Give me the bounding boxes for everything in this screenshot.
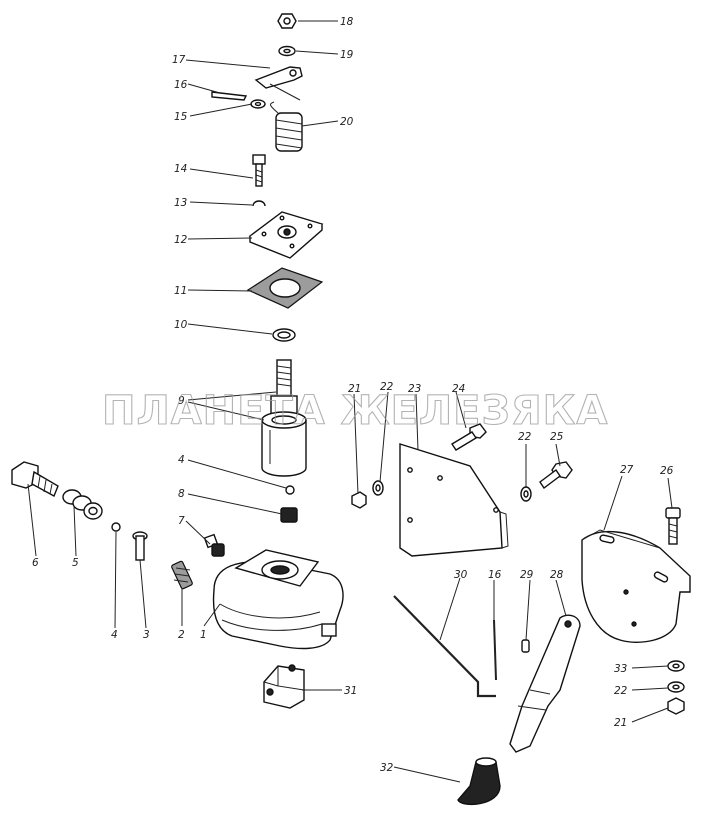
- part-12-flange: [248, 211, 324, 259]
- part-14-bolt: [252, 154, 266, 187]
- label-17: 17: [172, 54, 186, 66]
- part-27-bracket: [581, 529, 691, 643]
- label-32: 32: [380, 762, 394, 774]
- part-6-bolt: [11, 461, 59, 497]
- label-19: 19: [340, 49, 354, 61]
- label-12: 12: [174, 234, 188, 246]
- label-21-left: 21: [348, 383, 361, 395]
- label-6: 6: [32, 557, 39, 569]
- label-33: 33: [614, 663, 627, 675]
- label-21-right: 21: [614, 717, 627, 729]
- label-8: 8: [178, 488, 185, 500]
- part-28-lever: [509, 614, 581, 753]
- part-32-knob: [457, 757, 501, 806]
- label-3: 3: [143, 629, 150, 641]
- part-8-plug: [280, 507, 298, 523]
- part-4-ball-upper: [285, 485, 295, 495]
- part-20-spring: [270, 101, 303, 152]
- label-4-lower: 4: [111, 629, 118, 641]
- part-22-washer-left: [372, 480, 384, 496]
- label-30: 30: [454, 569, 468, 581]
- label-14: 14: [174, 163, 187, 175]
- part-17-lever: [254, 66, 303, 101]
- label-13: 13: [174, 197, 187, 209]
- part-29-pin: [521, 639, 530, 653]
- part-30-rod: [393, 595, 496, 698]
- part-22-washer-right: [667, 681, 685, 693]
- label-27: 27: [620, 464, 634, 476]
- part-16-pin: [211, 91, 248, 101]
- part-26-bolt: [665, 507, 681, 545]
- part-11-gasket: [246, 267, 324, 309]
- part-24-bolt: [451, 423, 487, 451]
- part-22-washer-mid: [520, 486, 532, 502]
- label-16: 16: [174, 79, 188, 91]
- label-9: 9: [178, 395, 185, 407]
- label-10: 10: [174, 319, 188, 331]
- part-21-nut-right: [667, 697, 685, 715]
- part-25-bolt: [539, 461, 573, 490]
- part-15-washer: [250, 99, 266, 109]
- label-24: 24: [452, 383, 465, 395]
- part-4-ball-left: [111, 522, 121, 532]
- part-19-washer: [278, 45, 296, 57]
- label-4-upper: 4: [178, 454, 185, 466]
- label-22-mid: 22: [518, 431, 532, 443]
- part-13-snap-ring: [252, 200, 266, 207]
- label-18: 18: [340, 16, 354, 28]
- label-7: 7: [178, 515, 185, 527]
- label-15: 15: [174, 111, 188, 123]
- label-16-right: 16: [488, 569, 502, 581]
- part-21-nut-left: [351, 491, 367, 509]
- part-33-washer: [667, 660, 685, 672]
- part-5-washers: [62, 489, 103, 520]
- label-22-right: 22: [614, 685, 628, 697]
- part-9-valve-body: [261, 359, 307, 477]
- part-23-bracket-plate: [399, 443, 509, 557]
- label-22-left: 22: [380, 381, 394, 393]
- part-7-fitting: [203, 533, 225, 557]
- label-29: 29: [520, 569, 534, 581]
- leader-lines: [27, 20, 673, 783]
- label-20: 20: [340, 116, 354, 128]
- part-16-pin-right: [493, 619, 497, 681]
- label-2: 2: [178, 629, 185, 641]
- part-2-spring: [171, 560, 193, 590]
- part-10-o-ring: [272, 328, 296, 342]
- watermark-text: ПЛАНЕТА ЖЕЛЕЗЯКА: [102, 388, 608, 434]
- label-1: 1: [200, 629, 207, 641]
- part-18-nut: [277, 13, 297, 29]
- label-11: 11: [174, 285, 187, 297]
- label-26: 26: [660, 465, 674, 477]
- part-3-pin: [132, 531, 148, 561]
- part-31-tee-fitting: [263, 664, 305, 709]
- label-31: 31: [344, 685, 357, 697]
- part-1-housing: [212, 549, 344, 650]
- label-5: 5: [72, 557, 79, 569]
- label-28: 28: [550, 569, 564, 581]
- label-25: 25: [550, 431, 564, 443]
- label-23: 23: [408, 383, 421, 395]
- callout-labels: 18 19 17 16 15 20 14 13 12 11 10 9 4 8 7…: [32, 16, 674, 774]
